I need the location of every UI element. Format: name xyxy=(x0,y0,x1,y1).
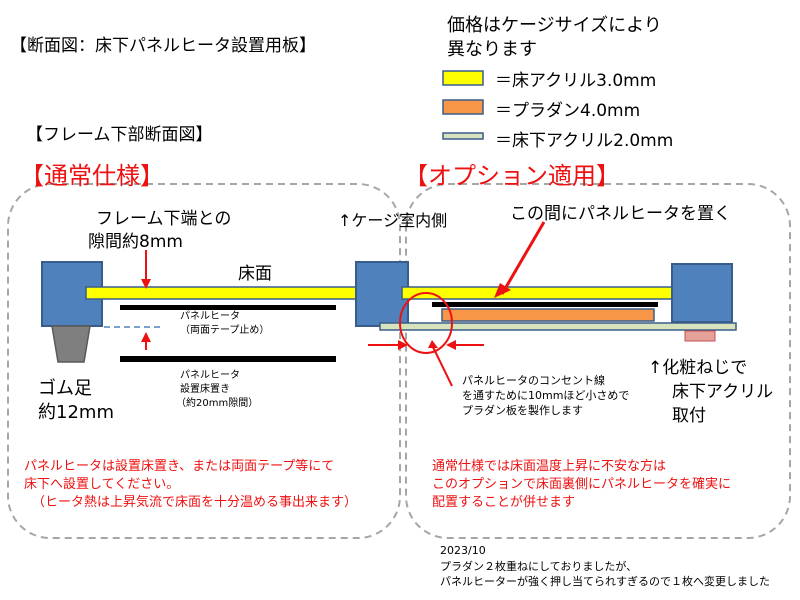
outlet-pointer-line xyxy=(431,344,453,387)
cage-inner-label: ↑ケージ室内側 xyxy=(338,211,448,230)
rubber-foot xyxy=(51,325,91,363)
price-note-line-1: 価格はケージサイズにより xyxy=(447,15,662,36)
panel-heater-floor xyxy=(120,356,336,362)
page-title: 【断面図：床下パネルヒータ設置用板】 xyxy=(10,36,316,56)
option-spec-title: 【オプション適用】 xyxy=(404,162,620,190)
heater-tape-line-1: パネルヒータ xyxy=(180,311,240,322)
panel-heater-option xyxy=(432,302,658,307)
gap-label-line-2: 隙間約8mm xyxy=(88,232,183,252)
standard-note-line-2: 床下へ設置してください。 xyxy=(24,477,180,492)
heater-floor-line-2: 設置床置き xyxy=(180,384,230,395)
floor-acrylic-bar-option xyxy=(401,286,691,300)
heater-floor-line-3: （約20mm隙間） xyxy=(176,398,259,409)
standard-note-line-1: パネルヒータは設置床置き、または両面テープ等にて xyxy=(24,459,335,474)
heater-floor-line-1: パネルヒータ xyxy=(180,370,240,381)
legend-label-pladan: ＝プラダン4.0mm xyxy=(495,101,641,121)
standard-spec-box xyxy=(7,183,401,539)
heater-tape-line-2: （両面テープ止め） xyxy=(180,325,270,336)
screw-head xyxy=(684,330,716,342)
rubber-foot-line-2: 約12mm xyxy=(38,402,114,423)
place-arrow xyxy=(500,221,546,295)
option-note-line-2: このオプションで床面裏側にパネルヒータを確実に xyxy=(432,477,732,492)
screw-label-line-3: 取付 xyxy=(672,406,706,426)
price-note-line-2: 異なります xyxy=(447,39,537,60)
panel-heater-tape xyxy=(120,305,336,310)
outlet-note-line-1: パネルヒータのコンセント線 xyxy=(462,374,605,387)
option-spec-box xyxy=(405,183,791,539)
update-date: 2023/10 xyxy=(440,544,486,557)
outlet-gap-circle xyxy=(399,292,453,354)
option-note-line-3: 配置することが併せます xyxy=(432,495,576,510)
screw-label-line-2: 床下アクリル xyxy=(672,382,774,402)
legend-swatch-under-acrylic xyxy=(442,132,484,140)
frame-block-right xyxy=(671,263,733,323)
arrow-left-head xyxy=(446,340,456,350)
frame-section-title: 【フレーム下部断面図】 xyxy=(26,125,213,145)
place-heater-label: この間にパネルヒータを置く xyxy=(510,204,731,224)
floor-acrylic-bar xyxy=(85,286,375,300)
legend-swatch-pladan xyxy=(442,99,484,115)
rubber-foot-line-1: ゴム足 xyxy=(38,378,92,399)
screw-label-line-1: ↑化粧ねじで xyxy=(648,358,748,378)
update-note-line-2: パネルヒーターが強く押し当てられすぎるので１枚へ変更しました xyxy=(440,575,770,588)
floor-label: 床面 xyxy=(238,264,272,284)
legend-swatch-floor-acrylic xyxy=(442,70,484,86)
under-acrylic-bar xyxy=(379,322,737,331)
gap-label-line-1: フレーム下端との xyxy=(96,209,232,229)
legend-label-under-acrylic: ＝床下アクリル2.0mm xyxy=(495,131,674,151)
standard-spec-title: 【通常仕様】 xyxy=(20,162,164,190)
option-note-line-1: 通常仕様では床面温度上昇に不安な方は xyxy=(432,459,667,474)
update-note-line-1: プラダン２枚重ねにしておりましたが、 xyxy=(440,560,638,573)
standard-note-line-3: （ヒータ熱は上昇気流で床面を十分温める事出来ます） xyxy=(32,495,358,510)
outlet-note-line-3: プラダン板を製作します xyxy=(462,404,583,417)
legend-label-floor-acrylic: ＝床アクリル3.0mm xyxy=(495,71,657,91)
outlet-note-line-2: を通すために10mmほど小さめで xyxy=(462,389,630,402)
arrow-right-head xyxy=(398,340,408,350)
pladan-bar xyxy=(441,308,655,322)
